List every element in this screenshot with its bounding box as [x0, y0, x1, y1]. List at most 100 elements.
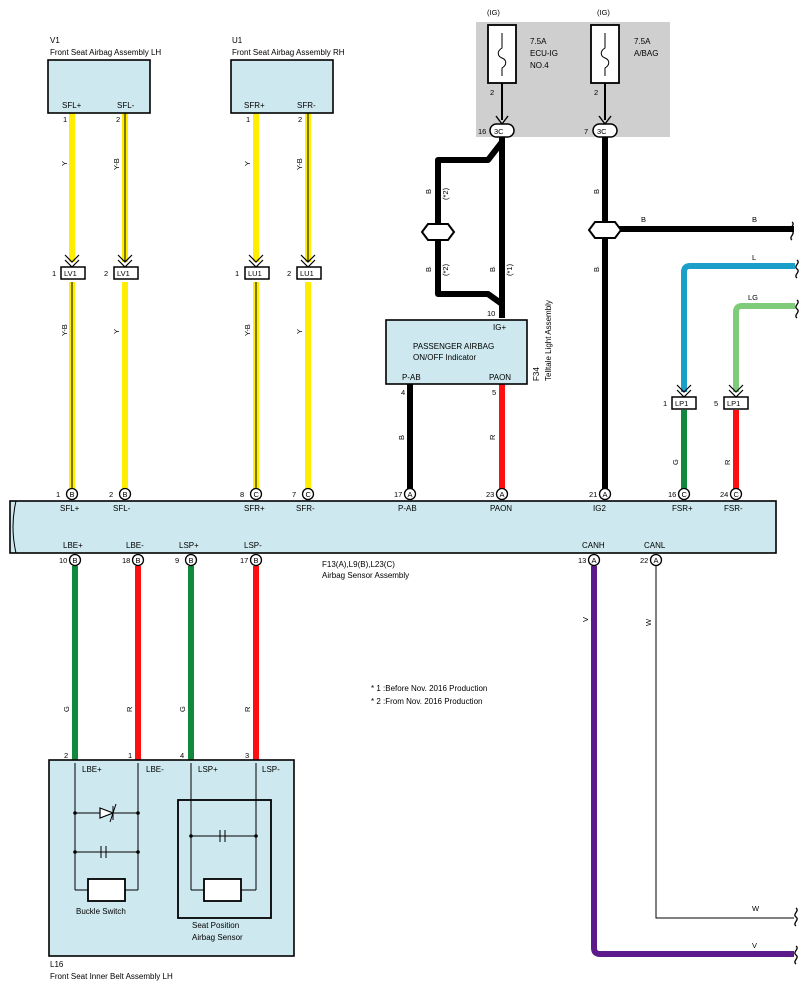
pin-connector-letter: A	[654, 556, 659, 565]
pin-number: 7	[292, 490, 296, 499]
pin-label: SFR+	[244, 504, 265, 513]
svg-text:R: R	[723, 459, 732, 465]
svg-text:LP1: LP1	[727, 399, 740, 408]
svg-text:SFR-: SFR-	[297, 101, 316, 110]
svg-text:LP1: LP1	[675, 399, 688, 408]
svg-text:PAON: PAON	[489, 373, 511, 382]
svg-text:L16: L16	[50, 960, 64, 969]
svg-text:LSP-: LSP-	[262, 765, 280, 774]
fuse-2-amp: 7.5A	[634, 37, 651, 46]
pin-number: 22	[640, 556, 648, 565]
wire-ig2	[602, 137, 794, 490]
svg-text:W: W	[644, 618, 653, 626]
pin-connector-letter: A	[408, 490, 413, 499]
pin-label: LSP+	[179, 541, 199, 550]
svg-text:1: 1	[128, 751, 132, 760]
svg-text:3C: 3C	[597, 127, 607, 136]
pin-number: 1	[56, 490, 60, 499]
pin-label: CANH	[582, 541, 605, 550]
svg-text:ON/OFF Indicator: ON/OFF Indicator	[413, 353, 476, 362]
svg-text:1: 1	[52, 269, 56, 278]
svg-text:Airbag Sensor: Airbag Sensor	[192, 933, 243, 942]
svg-text:7: 7	[584, 127, 588, 136]
pin-label: PAON	[490, 504, 512, 513]
pin-connector-letter: C	[682, 490, 688, 499]
fuse-2-pin: 2	[594, 88, 598, 97]
wire-ig-plus	[435, 137, 505, 318]
pin-connector-letter: B	[70, 490, 75, 499]
splice-ig	[420, 223, 456, 241]
svg-text:V: V	[752, 941, 757, 950]
svg-text:B: B	[592, 189, 601, 194]
svg-text:LBE+: LBE+	[82, 765, 102, 774]
svg-text:Front Seat Airbag Assembly LH: Front Seat Airbag Assembly LH	[50, 48, 161, 57]
svg-text:LG: LG	[748, 293, 758, 302]
svg-text:(*1): (*1)	[505, 263, 514, 276]
svg-text:3C: 3C	[494, 127, 504, 136]
svg-text:2: 2	[298, 115, 302, 124]
svg-text:16: 16	[478, 127, 486, 136]
svg-text:B: B	[641, 215, 646, 224]
svg-text:5: 5	[714, 399, 718, 408]
svg-text:R: R	[488, 434, 497, 440]
svg-text:B: B	[488, 267, 497, 272]
seat-position-sensor: Seat Position Airbag Sensor	[177, 763, 272, 942]
pin-number: 24	[720, 490, 728, 499]
svg-text:L: L	[752, 253, 756, 262]
svg-text:Airbag Sensor Assembly: Airbag Sensor Assembly	[322, 571, 409, 580]
svg-text:4: 4	[180, 751, 184, 760]
svg-text:F34: F34	[532, 367, 541, 381]
svg-text:Y: Y	[60, 161, 69, 166]
svg-text:LV1: LV1	[64, 269, 77, 278]
pin-label: LBE-	[126, 541, 144, 550]
u1-component: U1 Front Seat Airbag Assembly RH SFR+ SF…	[230, 36, 345, 124]
pin-number: 9	[175, 556, 179, 565]
svg-text:* 2 :From Nov. 2016 Production: * 2 :From Nov. 2016 Production	[371, 697, 482, 706]
airbag-sensor-assembly: F13(A),L9(B),L23(C) Airbag Sensor Assemb…	[9, 500, 777, 580]
svg-text:Seat Position: Seat Position	[192, 921, 239, 930]
fuse-a-bag: (IG) 7.5A A/BAG 2	[590, 8, 658, 97]
svg-text:B: B	[397, 435, 406, 440]
pin-number: 8	[240, 490, 244, 499]
wire-lg	[733, 303, 795, 392]
pin-connector-letter: B	[136, 556, 141, 565]
svg-text:LSP+: LSP+	[198, 765, 218, 774]
pin-number: 23	[486, 490, 494, 499]
pin-label: SFR-	[296, 504, 315, 513]
telltale-light-assembly: IG+ PASSENGER AIRBAG ON/OFF Indicator P-…	[385, 300, 553, 397]
l16-component: LBE+ LBE- LSP+ LSP- 2 1 4 3 L16 Front Se…	[48, 751, 295, 981]
svg-text:Front Seat Inner Belt Assembly: Front Seat Inner Belt Assembly LH	[50, 972, 173, 981]
svg-text:LV1: LV1	[117, 269, 130, 278]
svg-text:B: B	[752, 215, 757, 224]
pin-number: 21	[589, 490, 597, 499]
svg-text:W: W	[752, 904, 760, 913]
svg-text:SFL+: SFL+	[62, 101, 82, 110]
pin-connector-letter: C	[306, 490, 312, 499]
svg-text:F13(A),L9(B),L23(C): F13(A),L9(B),L23(C)	[322, 560, 395, 569]
svg-text:P-AB: P-AB	[402, 373, 421, 382]
pin-number: 17	[240, 556, 248, 565]
production-notes: * 1 :Before Nov. 2016 Production * 2 :Fr…	[371, 684, 487, 706]
svg-text:LU1: LU1	[300, 269, 314, 278]
pin-connector-letter: A	[500, 490, 505, 499]
wire-color-labels: Y Y-B Y Y-B Y-B Y Y-B Y B (*2) B (*2) B …	[60, 158, 760, 950]
sensor-bottom-pins: B10LBE+B18LBE-B9LSP+B17LSP-A13CANHA22CAN…	[59, 541, 666, 567]
svg-text:G: G	[671, 459, 680, 465]
svg-text:B: B	[424, 267, 433, 272]
svg-text:1: 1	[663, 399, 667, 408]
pin-connector-letter: A	[592, 556, 597, 565]
fuse-2-tag: (IG)	[597, 8, 610, 17]
pin-label: LBE+	[63, 541, 83, 550]
fuse-2-name: A/BAG	[634, 49, 658, 58]
lu1-connector: LU1 1 LU1 2	[235, 254, 322, 280]
sensor-top-pins: B1SFL+B2SFL-C8SFR+C7SFR-A17P-ABA23PAONA2…	[56, 487, 743, 513]
pin-label: FSR+	[672, 504, 693, 513]
